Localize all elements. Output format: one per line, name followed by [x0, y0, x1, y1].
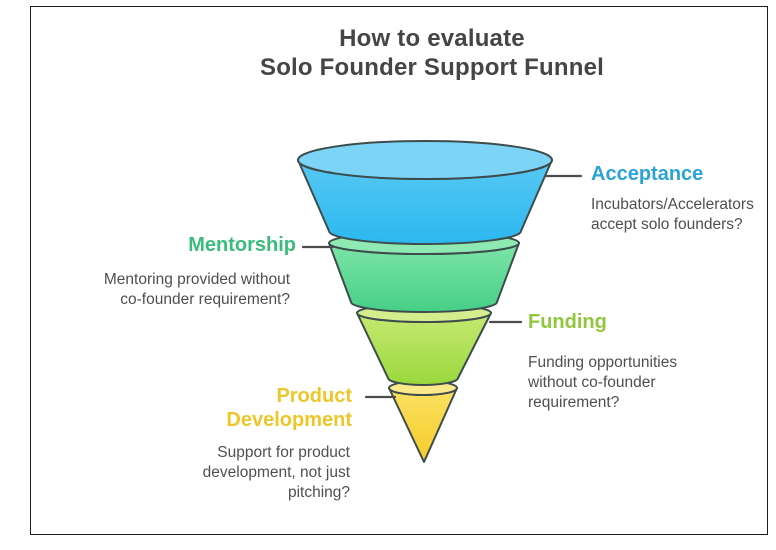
stage-description-mentorship: Mentoring provided without co-founder re… — [103, 271, 290, 308]
stage-description-funding: Funding opportunities without co-founder… — [528, 354, 678, 411]
chart-border — [30, 6, 768, 535]
funnel-stage-funding — [356, 303, 492, 386]
stage-description-product-development: Support for product development, not jus… — [202, 444, 350, 501]
stage-description-acceptance: Incubators/Accelerators accept solo foun… — [591, 196, 754, 233]
stage-label-acceptance: Acceptance — [591, 163, 704, 185]
funnel-stage-acceptance — [297, 140, 553, 245]
stage-label-product-development: Product Development — [226, 385, 352, 431]
stage-label-mentorship: Mentorship — [188, 234, 296, 256]
stage-label-funding: Funding — [528, 311, 607, 333]
funnel-stage-product-development — [388, 380, 458, 463]
chart-title: How to evaluate Solo Founder Support Fun… — [259, 25, 605, 81]
